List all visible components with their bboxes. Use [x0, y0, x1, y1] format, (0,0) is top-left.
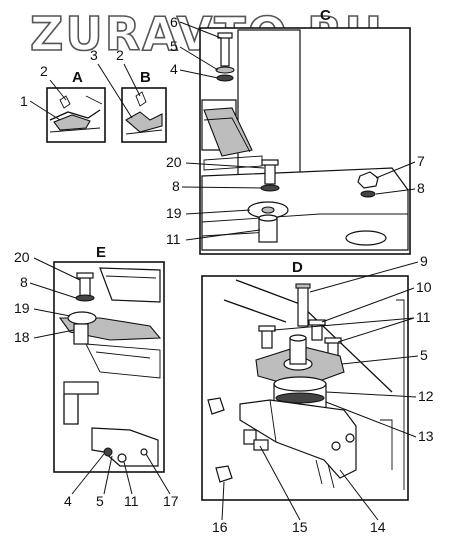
callout-a-1: 1	[20, 93, 28, 109]
callout-a-2: 2	[40, 63, 48, 79]
callout-c-8r: 8	[417, 180, 425, 196]
callout-e-20: 20	[14, 249, 30, 265]
callout-e-19: 19	[14, 300, 30, 316]
callout-d-15: 15	[292, 519, 308, 535]
callout-e-18: 18	[14, 329, 30, 345]
callout-e-8: 8	[20, 274, 28, 290]
panel-c-label: C	[320, 7, 331, 24]
callout-b-3: 3	[90, 47, 98, 63]
panel-b-label: B	[140, 69, 151, 86]
panel-e: E	[53, 244, 165, 473]
callout-c-8: 8	[172, 178, 180, 194]
callout-d-14: 14	[370, 519, 386, 535]
callout-d-9: 9	[420, 253, 428, 269]
callout-e-11: 11	[124, 493, 139, 509]
callout-c-11: 11	[166, 231, 181, 247]
panel-a-frame	[46, 87, 106, 143]
callout-d-12: 12	[418, 388, 434, 404]
callout-c-19: 19	[166, 205, 182, 221]
callout-c-4: 4	[170, 61, 178, 77]
callout-e-5: 5	[96, 493, 104, 509]
callout-d-13: 13	[418, 428, 434, 444]
callout-d-10: 10	[416, 279, 432, 295]
panel-a-label: A	[72, 69, 83, 86]
callout-d-5: 5	[420, 347, 428, 363]
panel-d: D	[201, 259, 409, 501]
panel-a: A	[46, 69, 106, 143]
panel-e-label: E	[96, 244, 106, 261]
callout-c-6: 6	[170, 14, 178, 30]
callout-d-16: 16	[212, 519, 228, 535]
callout-c-7: 7	[417, 153, 425, 169]
callout-c-5: 5	[170, 38, 178, 54]
panel-c: C	[199, 7, 411, 255]
callout-c-20: 20	[166, 154, 182, 170]
panel-d-label: D	[292, 259, 303, 276]
callout-e-4: 4	[64, 493, 72, 509]
callout-d-11: 11	[416, 309, 431, 325]
panel-b: B	[121, 69, 167, 143]
callout-b-2: 2	[116, 47, 124, 63]
callout-e-17: 17	[163, 493, 179, 509]
